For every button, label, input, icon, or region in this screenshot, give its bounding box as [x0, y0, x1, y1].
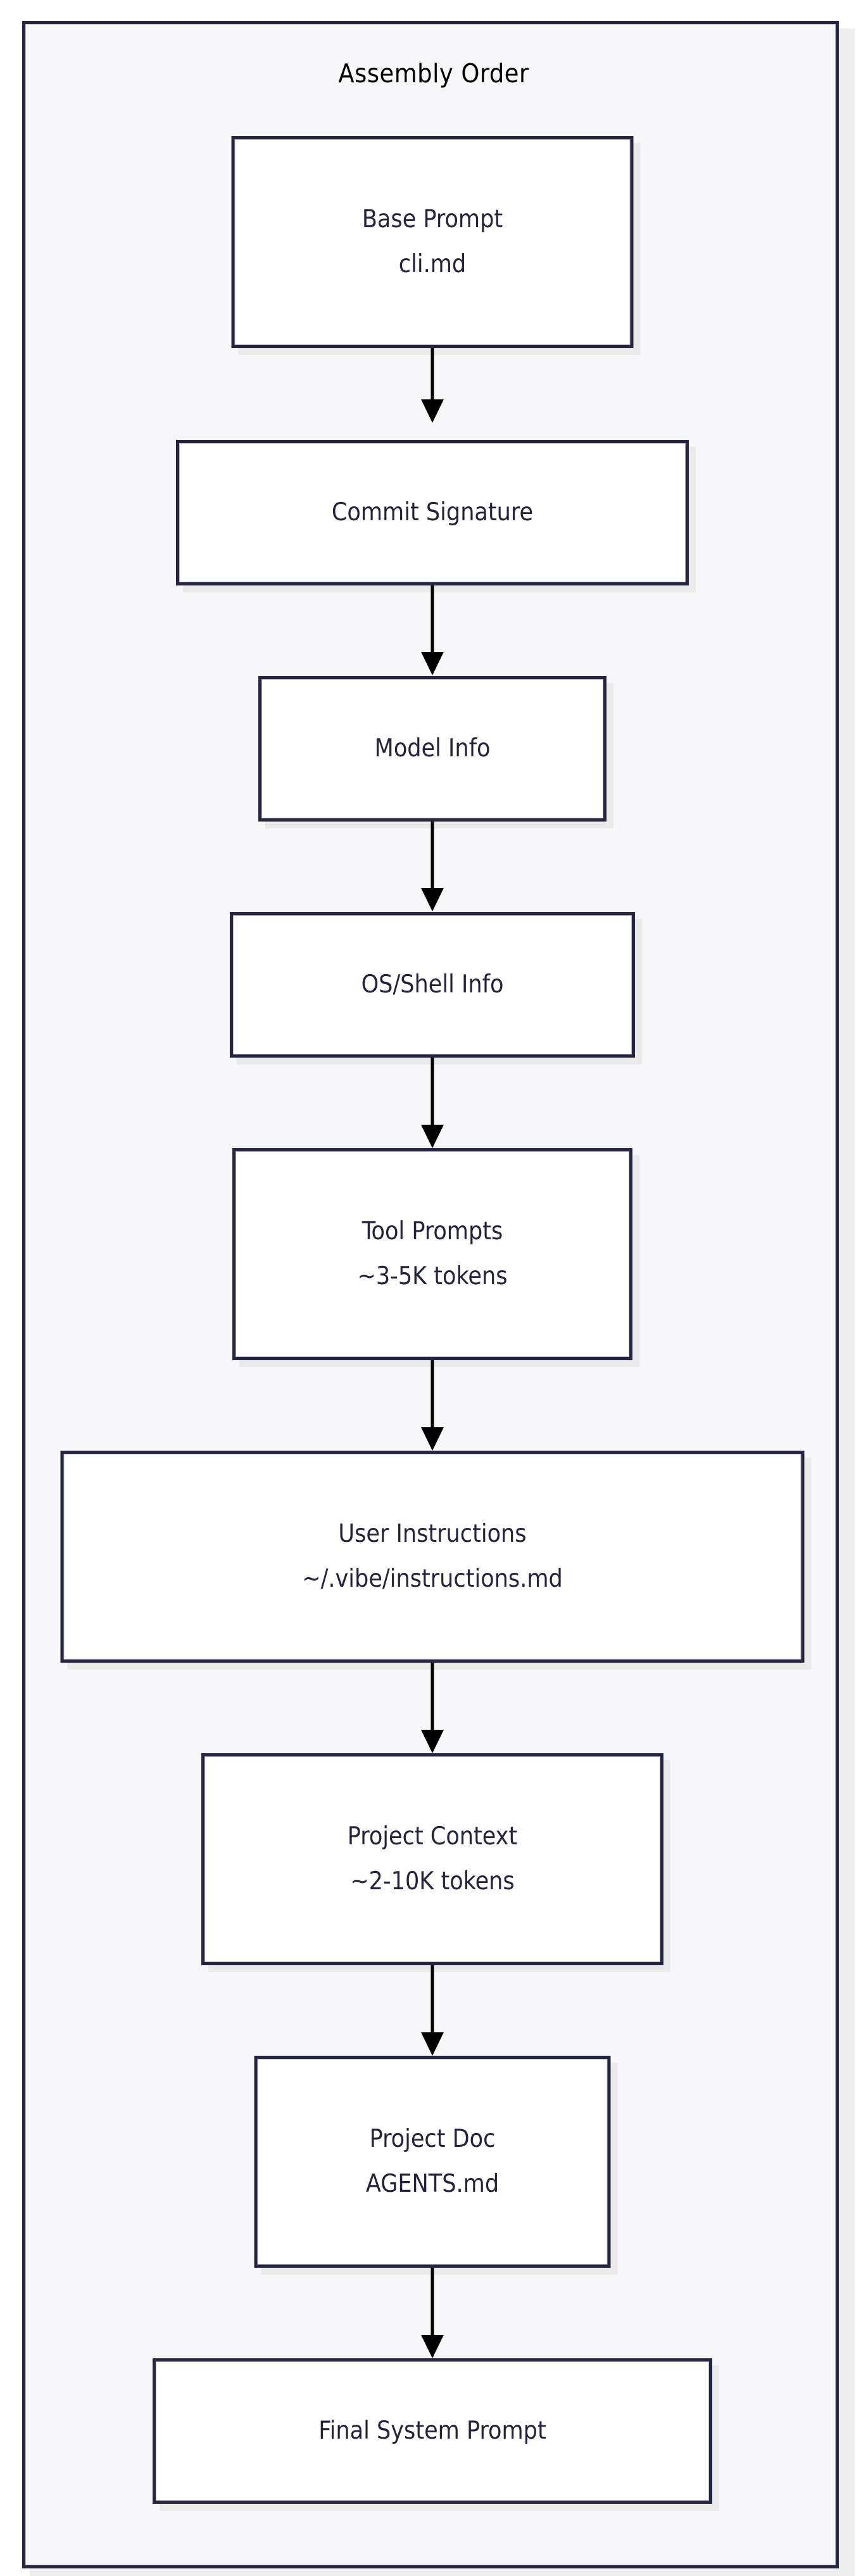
arrow-head	[421, 2335, 444, 2358]
arrow-head	[421, 2032, 444, 2056]
node-label-primary: Model Info	[374, 734, 491, 763]
arrow-user-instructions-to-project-context	[421, 1663, 444, 1753]
node-label-primary: OS/Shell Info	[361, 970, 504, 999]
node-box[interactable]: Model Info	[258, 676, 606, 822]
node-box[interactable]: Tool Prompts ~3-5K tokens	[232, 1148, 632, 1360]
node-base-prompt[interactable]: Base Prompt cli.md	[231, 136, 641, 355]
arrow-head	[421, 888, 444, 911]
node-box[interactable]: Final System Prompt	[153, 2358, 712, 2504]
node-label-primary: Project Doc	[369, 2124, 496, 2153]
arrow-base-prompt-to-commit-signature	[421, 348, 444, 423]
node-label-secondary: cli.md	[398, 249, 467, 278]
node-box[interactable]: Commit Signature	[176, 440, 689, 585]
node-final-system-prompt[interactable]: Final System Prompt	[153, 2358, 719, 2511]
node-tool-prompts[interactable]: Tool Prompts ~3-5K tokens	[232, 1148, 639, 1367]
node-os-shell-info[interactable]: OS/Shell Info	[230, 912, 642, 1065]
arrow-os-shell-info-to-tool-prompts	[421, 1058, 444, 1148]
arrow-head	[421, 1730, 444, 1753]
arrow-head	[421, 399, 444, 423]
subgraph-title: Assembly Order	[338, 58, 529, 89]
node-commit-signature[interactable]: Commit Signature	[176, 440, 696, 592]
node-label-primary: Commit Signature	[331, 497, 534, 527]
arrow-shaft	[430, 822, 434, 888]
node-box[interactable]: Base Prompt cli.md	[231, 136, 634, 348]
arrow-tool-prompts-to-user-instructions	[421, 1360, 444, 1451]
node-model-info[interactable]: Model Info	[258, 676, 613, 828]
arrow-commit-signature-to-model-info	[421, 585, 444, 675]
node-label-primary: Base Prompt	[361, 204, 503, 234]
arrow-head	[421, 1427, 444, 1451]
node-label-primary: Final System Prompt	[318, 2416, 546, 2445]
arrow-shaft	[430, 1965, 434, 2032]
arrow-project-doc-to-final-system-prompt	[421, 2268, 444, 2358]
node-label-secondary: ~/.vibe/instructions.md	[302, 1564, 563, 1593]
arrow-project-context-to-project-doc	[421, 1965, 444, 2056]
node-label-secondary: AGENTS.md	[365, 2169, 500, 2198]
node-project-doc[interactable]: Project Doc AGENTS.md	[254, 2056, 618, 2275]
node-box[interactable]: Project Doc AGENTS.md	[254, 2056, 611, 2268]
node-box[interactable]: Project Context ~2-10K tokens	[201, 1753, 663, 1965]
arrow-head	[421, 652, 444, 675]
arrow-head	[421, 1125, 444, 1148]
node-label-primary: Tool Prompts	[361, 1216, 503, 1246]
node-user-instructions[interactable]: User Instructions ~/.vibe/instructions.m…	[60, 1451, 812, 1670]
node-label-secondary: ~2-10K tokens	[350, 1866, 515, 1896]
arrow-shaft	[430, 585, 434, 652]
arrow-shaft	[430, 348, 434, 399]
arrow-shaft	[430, 2268, 434, 2335]
node-label-secondary: ~3-5K tokens	[357, 1261, 508, 1291]
node-label-primary: User Instructions	[338, 1519, 527, 1548]
node-box[interactable]: OS/Shell Info	[230, 912, 635, 1058]
node-project-context[interactable]: Project Context ~2-10K tokens	[201, 1753, 670, 1972]
arrow-shaft	[430, 1663, 434, 1730]
arrow-model-info-to-os-shell-info	[421, 822, 444, 911]
arrow-shaft	[430, 1058, 434, 1125]
arrow-shaft	[430, 1360, 434, 1427]
node-box[interactable]: User Instructions ~/.vibe/instructions.m…	[60, 1451, 805, 1663]
node-label-primary: Project Context	[347, 1822, 518, 1851]
